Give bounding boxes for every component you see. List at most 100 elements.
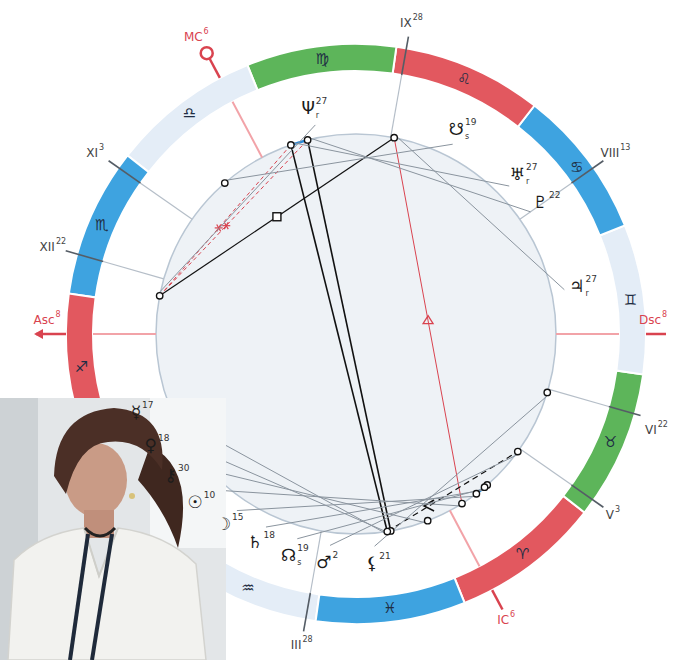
square-marker — [273, 213, 281, 221]
house-cusp-line — [391, 75, 402, 137]
zodiac-glyph: ♏ — [95, 218, 108, 233]
sign-band — [247, 44, 396, 90]
house-label: XI — [86, 147, 98, 159]
angle-line — [233, 102, 263, 158]
angle-line — [556, 333, 619, 335]
sign-band — [316, 578, 465, 624]
sextile-line — [160, 140, 308, 296]
sign-band — [69, 156, 149, 298]
house-degree: 13 — [620, 144, 630, 152]
motion-mark: r — [586, 290, 589, 298]
planet-glyph: Ψ — [301, 100, 314, 117]
asc-arrowhead — [34, 329, 43, 339]
house-label: MC — [184, 31, 203, 43]
lanyard — [70, 534, 88, 660]
planet-leader — [290, 142, 509, 186]
house-cusp-line — [141, 183, 193, 219]
sextile-line — [160, 145, 291, 296]
planet-dot — [288, 142, 294, 148]
asc-label: Asc — [33, 314, 54, 326]
house-label: XII — [40, 241, 55, 253]
mc-marker — [201, 47, 213, 59]
house-cusp-line — [548, 389, 609, 406]
house-degree: 3 — [99, 144, 104, 152]
planet-degree: 22 — [549, 191, 560, 200]
planet-glyph: ☽ — [216, 516, 231, 533]
house-degree: 28 — [302, 636, 312, 644]
planet-glyph: ♃ — [569, 278, 584, 295]
lanyard — [92, 534, 112, 660]
sign-band — [393, 47, 535, 127]
neck — [84, 510, 114, 538]
planet-dot — [384, 528, 390, 534]
hair — [54, 408, 163, 494]
house-label: IC — [497, 614, 509, 626]
planet-leader — [395, 135, 565, 290]
planet-leader — [297, 487, 489, 539]
house-label: VIII — [600, 147, 619, 159]
house-cusp-line — [520, 183, 572, 219]
sextile-marker — [224, 222, 228, 229]
motion-mark: s — [297, 559, 301, 567]
house-label: VI — [645, 424, 657, 436]
zodiac-glyph: ♓ — [383, 601, 396, 616]
asc-degree: 8 — [56, 311, 61, 319]
planet-degree: 10 — [204, 491, 215, 500]
zodiac-glyph: ♒ — [241, 581, 254, 596]
photo-background — [0, 398, 226, 660]
house-degree: 6 — [204, 28, 209, 36]
planet-leader — [375, 393, 551, 546]
planet-glyph: ☿ — [131, 404, 141, 421]
house-cusp-tick — [66, 251, 103, 262]
planet-degree: 15 — [232, 513, 243, 522]
house-cusp-tick — [571, 485, 603, 507]
house-cusp-tick — [109, 161, 141, 183]
planet-leader — [223, 144, 453, 181]
planet-dot — [156, 293, 162, 299]
sign-band — [455, 496, 585, 603]
dsc-line — [646, 333, 666, 336]
planet-leader — [157, 125, 316, 295]
angle-line — [450, 511, 480, 567]
house-cusp-tick — [609, 406, 641, 415]
planet-glyph: ☉ — [188, 494, 203, 511]
planet-dot — [222, 180, 228, 186]
planet-degree: 21 — [379, 552, 390, 561]
planet-dot — [515, 448, 521, 454]
sextile-marker — [224, 222, 228, 229]
dsc-degree: 8 — [662, 311, 667, 319]
sign-band — [128, 65, 258, 172]
planet-degree: 18 — [158, 434, 169, 443]
ic-line — [492, 590, 502, 609]
portrait-photo — [0, 398, 226, 660]
planet-leader — [307, 137, 531, 212]
zodiac-glyph: ♌ — [457, 72, 470, 87]
planet-degree: 2 — [333, 551, 339, 560]
planet-degree: 27 — [586, 275, 597, 284]
planet-glyph: ♅ — [510, 166, 525, 183]
sign-band — [563, 371, 643, 513]
planet-degree: 27 — [316, 97, 327, 106]
house-degree: 28 — [413, 14, 423, 22]
planet-dot — [544, 389, 550, 395]
sign-band — [600, 225, 646, 374]
motion-mark: s — [465, 133, 469, 141]
planet-degree: 19 — [465, 118, 476, 127]
zodiac-glyph: ♈ — [516, 547, 529, 562]
planet-glyph: ♂ — [316, 554, 331, 571]
planet-degree: 18 — [263, 531, 274, 540]
planet-glyph: ☊ — [281, 547, 296, 564]
planet-dot — [391, 134, 397, 140]
house-label: IX — [400, 17, 412, 29]
planet-glyph: ♄ — [247, 534, 262, 551]
planet-dot — [304, 137, 310, 143]
motion-mark: r — [316, 112, 319, 120]
planet-glyph: ☋ — [449, 121, 464, 138]
planet-degree: 19 — [297, 544, 308, 553]
zodiac-glyph: ♉ — [604, 435, 617, 450]
white-coat — [8, 528, 206, 660]
planet-glyph: ⚷ — [165, 467, 177, 484]
zodiac-glyph: ♐ — [75, 360, 88, 375]
opposition-line — [291, 145, 387, 532]
